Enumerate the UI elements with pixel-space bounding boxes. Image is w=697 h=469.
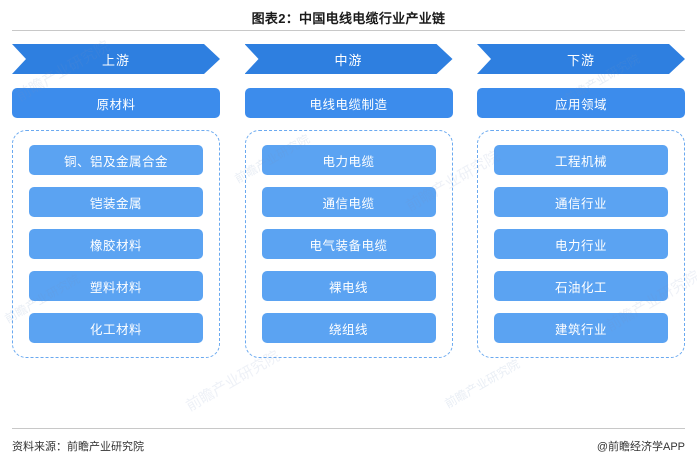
category-upstream: 原材料 bbox=[12, 88, 220, 118]
banner-downstream: 下游 bbox=[477, 44, 685, 74]
list-item: 工程机械 bbox=[494, 145, 668, 175]
items-box-midstream: 电力电缆 通信电缆 电气装备电缆 裸电线 绕组线 bbox=[244, 130, 453, 358]
items-box-downstream: 工程机械 通信行业 电力行业 石油化工 建筑行业 bbox=[477, 130, 685, 358]
list-item: 铠装金属 bbox=[29, 187, 203, 217]
divider-bottom bbox=[12, 428, 685, 429]
list-item: 建筑行业 bbox=[494, 313, 668, 343]
column-downstream: 下游 应用领域 工程机械 通信行业 电力行业 石油化工 建筑行业 bbox=[477, 44, 685, 416]
banner-upstream: 上游 bbox=[12, 44, 220, 74]
category-downstream: 应用领域 bbox=[477, 88, 685, 118]
list-item: 石油化工 bbox=[494, 271, 668, 301]
list-item: 通信行业 bbox=[494, 187, 668, 217]
column-upstream: 上游 原材料 铜、铝及金属合金 铠装金属 橡胶材料 塑料材料 化工材料 bbox=[12, 44, 220, 416]
list-item: 化工材料 bbox=[29, 313, 203, 343]
list-item: 电气装备电缆 bbox=[261, 229, 436, 259]
items-box-upstream: 铜、铝及金属合金 铠装金属 橡胶材料 塑料材料 化工材料 bbox=[12, 130, 220, 358]
divider-top bbox=[12, 30, 685, 31]
source-note: 资料来源：前瞻产业研究院 bbox=[12, 441, 144, 453]
list-item: 塑料材料 bbox=[29, 271, 203, 301]
list-item: 铜、铝及金属合金 bbox=[29, 145, 203, 175]
list-item: 裸电线 bbox=[261, 271, 436, 301]
list-item: 电力电缆 bbox=[261, 145, 436, 175]
account-note: @前瞻经济学APP bbox=[596, 441, 685, 453]
supply-chain-columns: 上游 原材料 铜、铝及金属合金 铠装金属 橡胶材料 塑料材料 化工材料 中游 电… bbox=[12, 44, 685, 416]
list-item: 电力行业 bbox=[494, 229, 668, 259]
list-item: 通信电缆 bbox=[261, 187, 436, 217]
banner-midstream: 中游 bbox=[245, 44, 453, 74]
list-item: 橡胶材料 bbox=[29, 229, 203, 259]
category-midstream: 电线电缆制造 bbox=[244, 88, 453, 118]
column-midstream: 中游 电线电缆制造 电力电缆 通信电缆 电气装备电缆 裸电线 绕组线 bbox=[244, 44, 453, 416]
list-item: 绕组线 bbox=[261, 313, 436, 343]
page-title: 图表2：中国电线电缆行业产业链 bbox=[251, 11, 446, 26]
